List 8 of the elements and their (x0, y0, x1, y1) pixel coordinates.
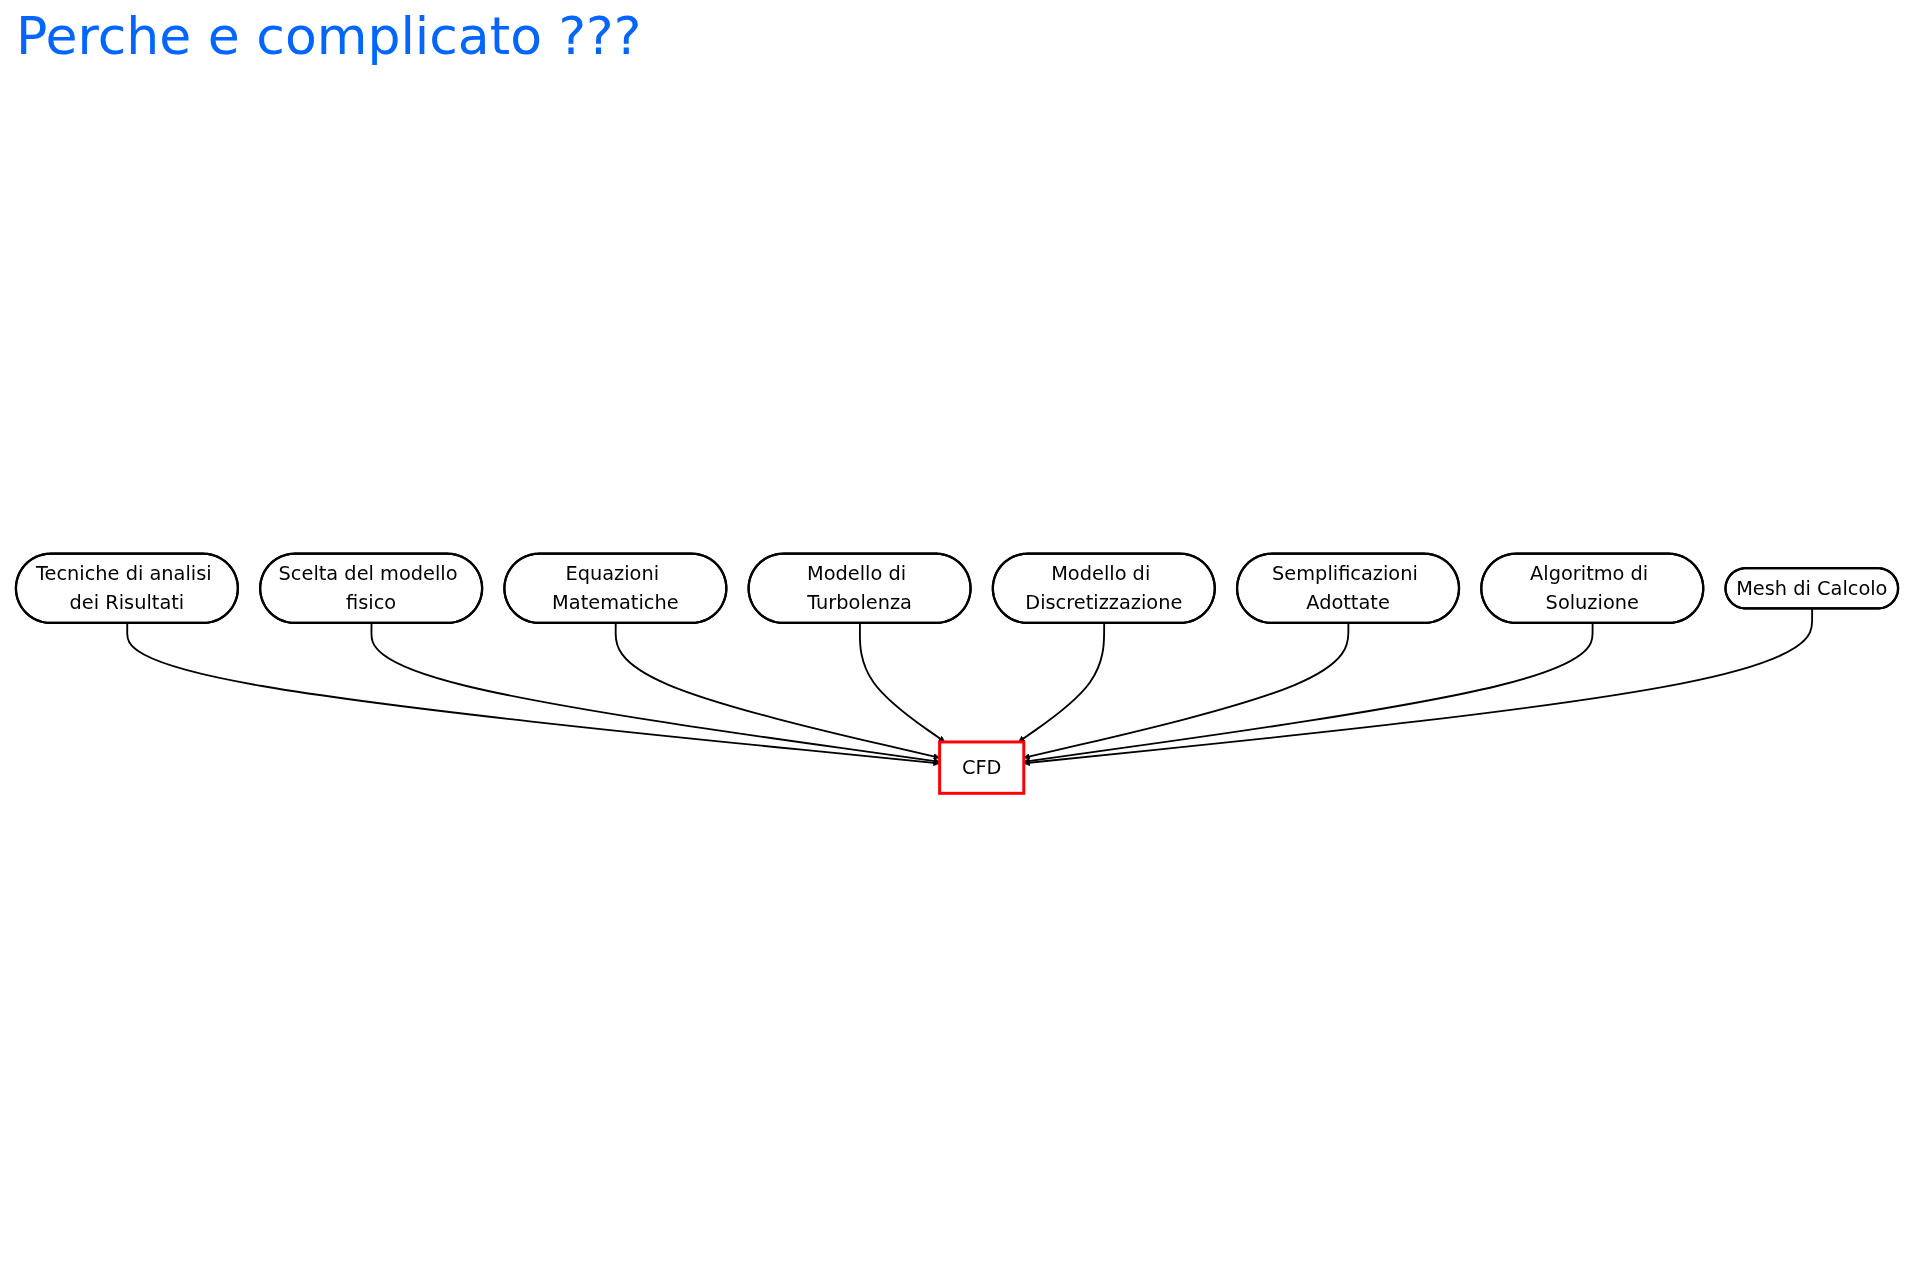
arrow (1023, 622, 1594, 765)
node-box: CFD (938, 740, 1026, 795)
arrow (1018, 622, 1106, 743)
arrow (126, 622, 940, 767)
title: Perche e complicato ??? (16, 6, 642, 66)
arrow (370, 622, 940, 765)
arrow (614, 622, 940, 760)
arrow (1023, 622, 1350, 760)
